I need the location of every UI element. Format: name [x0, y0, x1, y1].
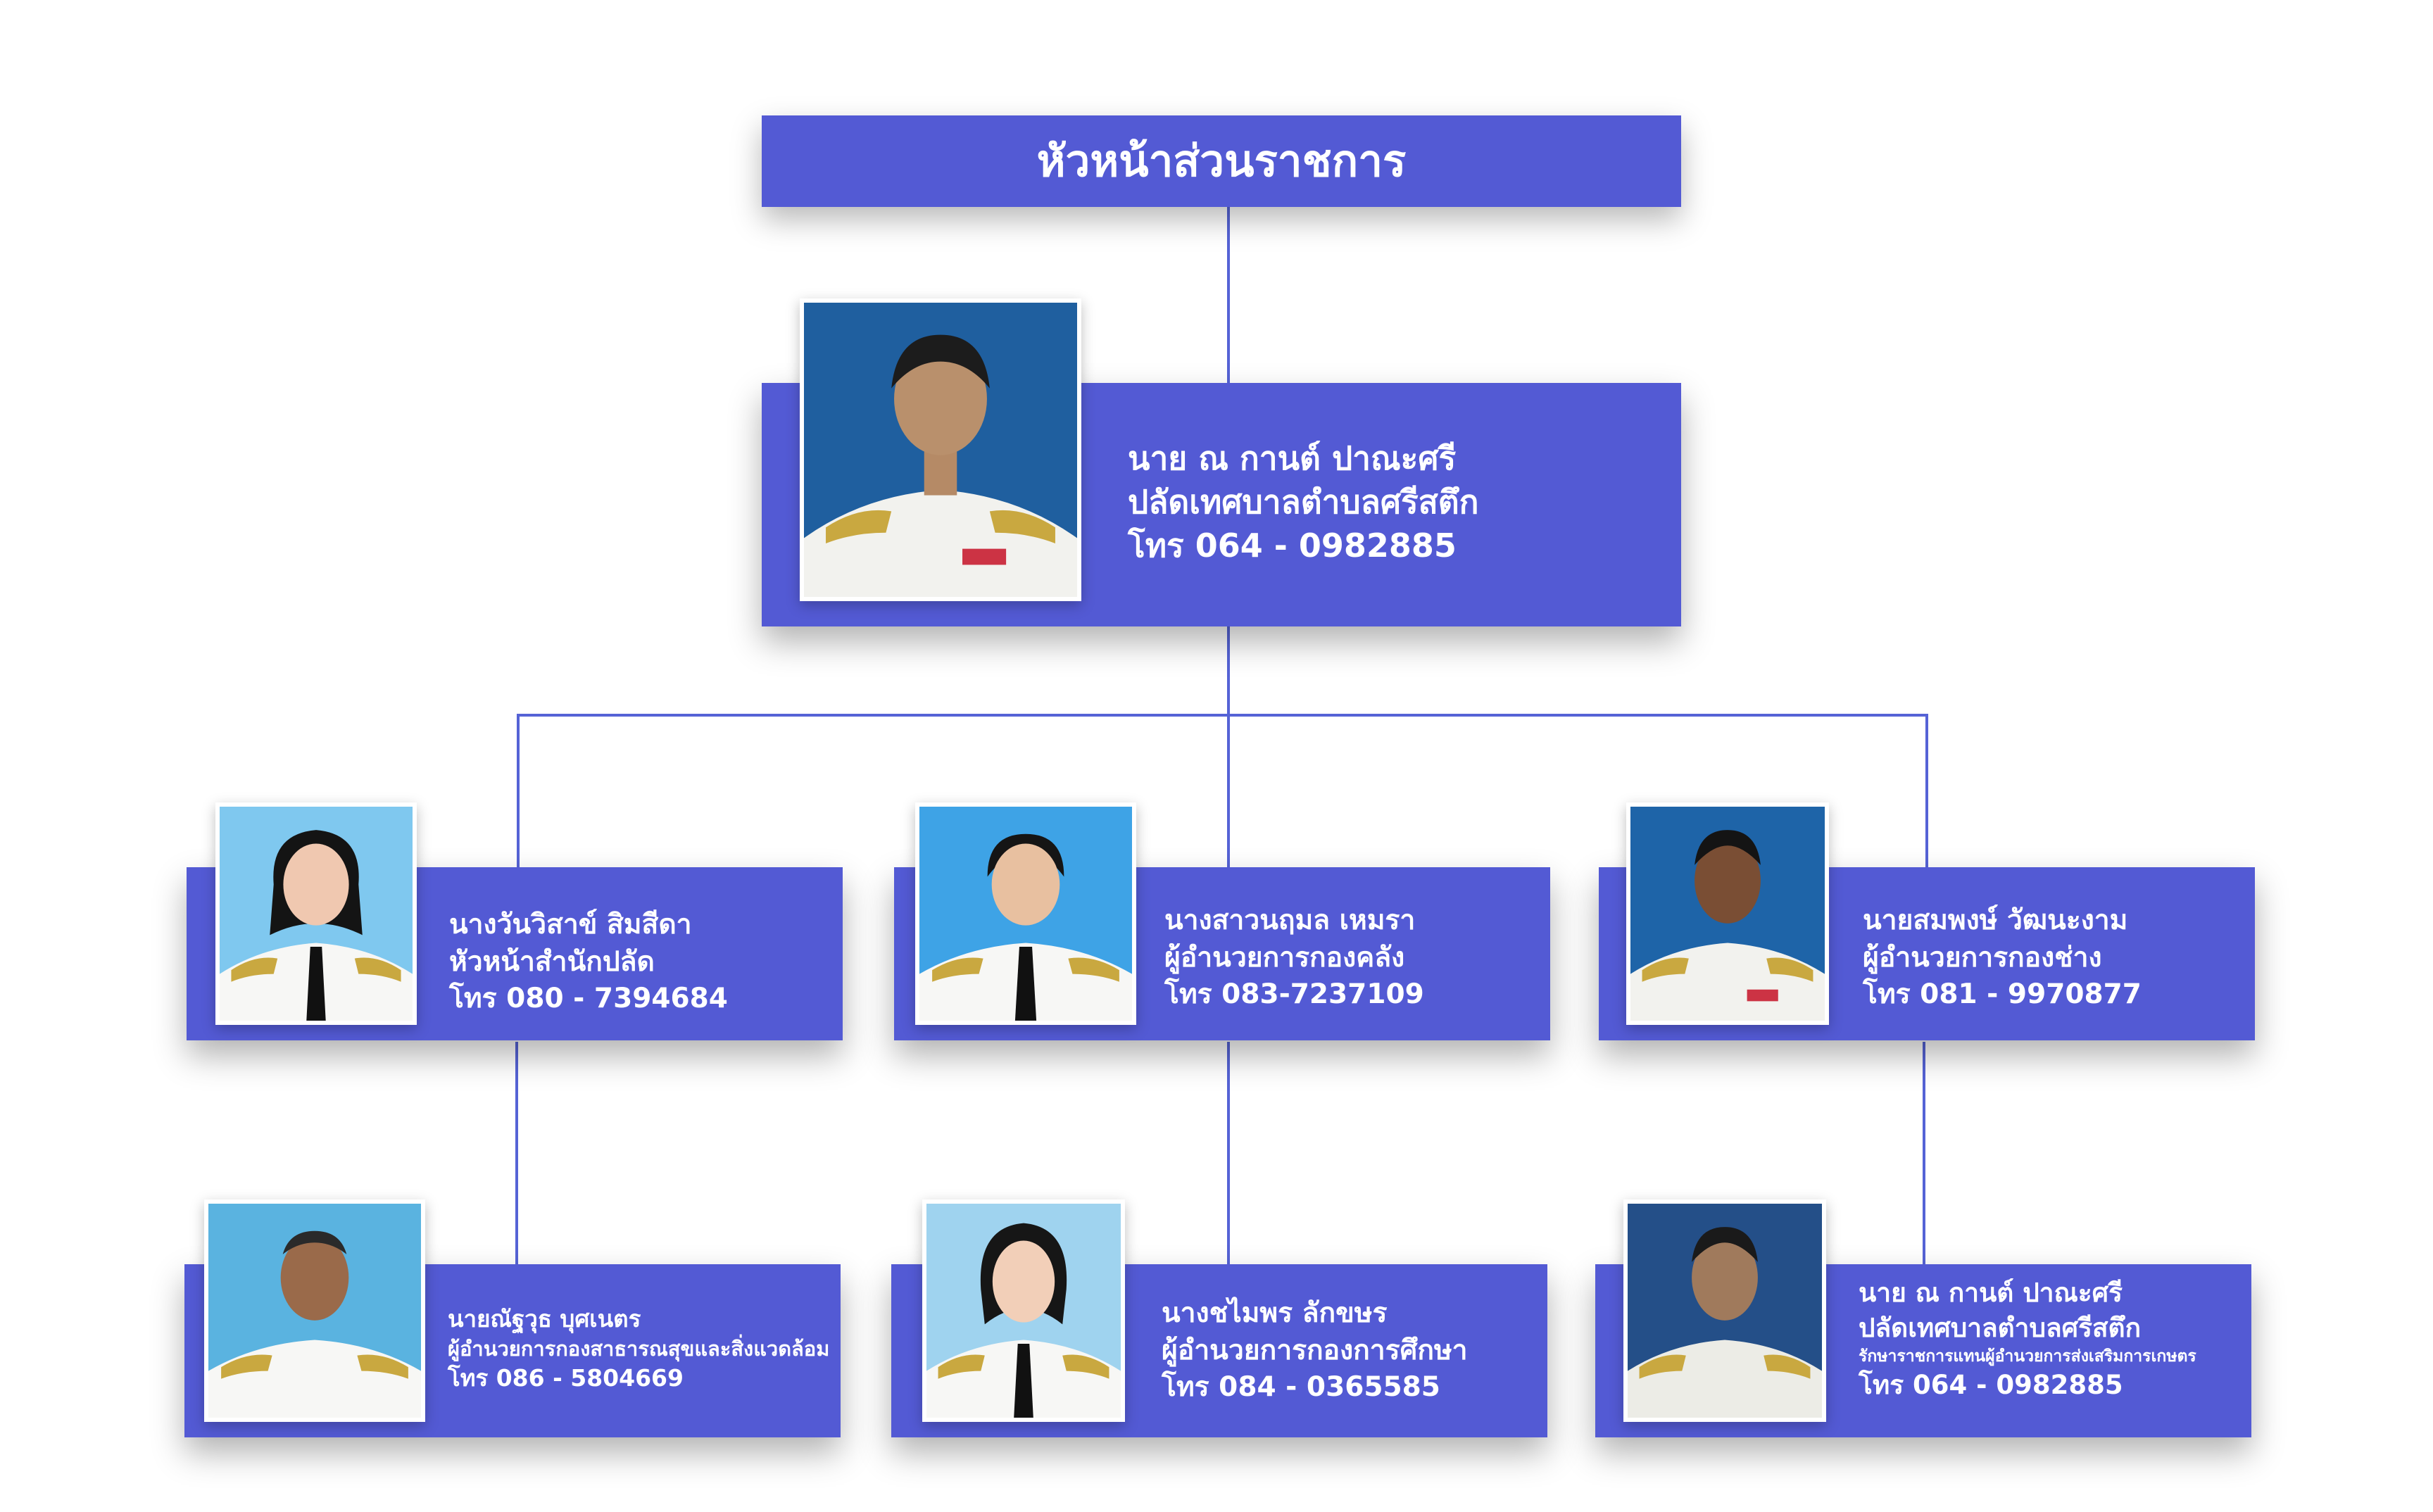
connector-right-down [1925, 714, 1928, 869]
connector-center-lower [1227, 1042, 1230, 1267]
level3-position-left: ผู้อำนวยการกองสาธารณสุขและสิ่งแวดล้อม [448, 1336, 830, 1361]
connector-header-chief [1227, 207, 1230, 383]
level3-info-right: นาย ณ กานต์ ปาณะศรี ปลัดเทศบาลตำบลศรีสตึ… [1859, 1275, 2196, 1403]
connector-left-lower [515, 1042, 518, 1267]
level3-info-center: นางชไมพร ลักขษร ผู้อำนวยการกองการศึกษา โ… [1162, 1295, 1468, 1406]
level2-info-left: นางวันวิสาข์ สิมสีดา หัวหน้าสำนักปลัด โท… [449, 907, 728, 1018]
level3-name-right: นาย ณ กานต์ ปาณะศรี [1859, 1278, 2123, 1308]
chief-name: นาย ณ กานต์ ปาณะศรี [1128, 439, 1457, 477]
level2-position-left: หัวหน้าสำนักปลัด [449, 945, 655, 978]
level3-phone-left: โทร 086 - 5804669 [448, 1363, 684, 1392]
level2-name-center: นางสาวนฤมล เหมรา [1164, 905, 1416, 936]
level2-phone-center: โทร 083-7237109 [1164, 978, 1424, 1011]
level2-info-center: นางสาวนฤมล เหมรา ผู้อำนวยการกองคลัง โทร … [1164, 902, 1424, 1014]
level2-name-left: นางวันวิสาข์ สิมสีดา [449, 909, 692, 940]
level2-photo-right [1626, 802, 1829, 1025]
level3-info-left: นายณัฐวุธ บุศเนตร ผู้อำนวยการกองสาธารณสุ… [448, 1304, 829, 1394]
chief-phone: โทร 064 - 0982885 [1128, 527, 1457, 565]
chief-position: ปลัดเทศบาลตำบลศรีสตึก [1128, 483, 1479, 522]
level2-info-right: นายสมพงษ์ วัฒนะงาม ผู้อำนวยการกองช่าง โท… [1863, 902, 2142, 1014]
level2-phone-right: โทร 081 - 9970877 [1863, 978, 2142, 1011]
connector-chief-down [1227, 626, 1230, 870]
level2-photo-left [215, 802, 417, 1025]
level3-phone-right: โทร 064 - 0982885 [1859, 1369, 2123, 1400]
level2-position-center: ผู้อำนวยการกองคลัง [1164, 941, 1405, 974]
chief-info: นาย ณ กานต์ ปาณะศรี ปลัดเทศบาลตำบลศรีสตึ… [1128, 436, 1479, 567]
level3-photo-center [922, 1199, 1125, 1422]
level3-position-right: ปลัดเทศบาลตำบลศรีสตึก [1859, 1312, 2141, 1343]
level3-photo-left [204, 1199, 425, 1422]
level2-phone-left: โทร 080 - 7394684 [449, 983, 728, 1015]
level3-position-center: ผู้อำนวยการกองการศึกษา [1162, 1334, 1468, 1366]
level3-photo-right [1623, 1199, 1826, 1422]
level3-phone-center: โทร 084 - 0365585 [1162, 1371, 1440, 1404]
level2-photo-center [915, 802, 1136, 1025]
connector-left-down [517, 714, 520, 869]
level3-name-center: นางชไมพร ลักขษร [1162, 1297, 1388, 1329]
level2-position-right: ผู้อำนวยการกองช่าง [1863, 941, 2102, 974]
level3-name-left: นายณัฐวุธ บุศเนตร [448, 1305, 641, 1333]
org-header-title: หัวหน้าส่วนราชการ [762, 115, 1681, 207]
connector-horizontal-bar [517, 714, 1928, 717]
chief-photo [800, 298, 1081, 601]
level3-note-right: รักษาราชการแทนผู้อำนวยการส่งเสริมการเกษต… [1859, 1347, 2196, 1366]
connector-right-lower [1923, 1042, 1925, 1267]
level2-name-right: นายสมพงษ์ วัฒนะงาม [1863, 905, 2128, 936]
